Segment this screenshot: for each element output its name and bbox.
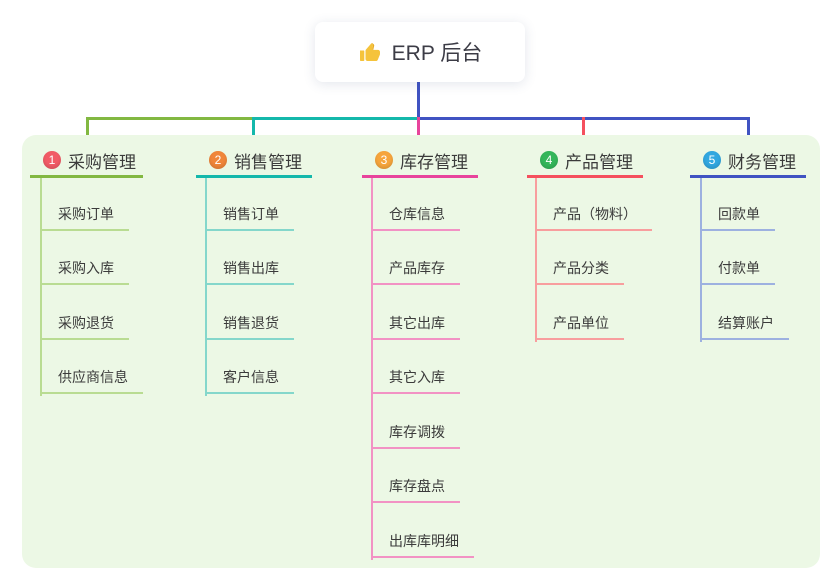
child-node[interactable]: 回款单 — [700, 206, 775, 231]
branch-title: 财务管理 — [728, 152, 796, 172]
branch-stem-line — [205, 178, 207, 396]
branch-node[interactable]: 5 财务管理 — [694, 147, 805, 173]
root-node-label: ERP 后台 — [391, 42, 483, 65]
branch-underline — [196, 175, 312, 178]
branch-number-badge: 4 — [540, 151, 558, 169]
child-node[interactable]: 库存调拨 — [371, 424, 460, 449]
root-node[interactable]: ERP 后台 — [315, 22, 525, 82]
child-node[interactable]: 销售退货 — [205, 315, 294, 340]
branch-title: 采购管理 — [68, 152, 136, 172]
branch-stem-line — [40, 178, 42, 396]
branch-stem-line — [700, 178, 702, 342]
thumbs-up-icon — [359, 43, 380, 61]
branch-node[interactable]: 4 产品管理 — [531, 147, 642, 173]
branch-underline — [362, 175, 478, 178]
branch-underline — [527, 175, 643, 178]
child-node[interactable]: 出库库明细 — [371, 533, 474, 558]
child-node[interactable]: 采购订单 — [40, 206, 129, 231]
connector-segment-teal — [252, 117, 419, 120]
child-node[interactable]: 仓库信息 — [371, 206, 460, 231]
child-node[interactable]: 产品单位 — [535, 315, 624, 340]
branch-title: 产品管理 — [565, 152, 633, 172]
branch-stem-line — [371, 178, 373, 560]
branch-underline — [30, 175, 143, 178]
child-node[interactable]: 付款单 — [700, 260, 775, 285]
branch-number-badge: 5 — [703, 151, 721, 169]
branch-number-badge: 2 — [209, 151, 227, 169]
child-node[interactable]: 客户信息 — [205, 369, 294, 394]
child-node[interactable]: 其它出库 — [371, 315, 460, 340]
branch-number-badge: 1 — [43, 151, 61, 169]
branch-title: 销售管理 — [234, 152, 302, 172]
branch-node[interactable]: 2 销售管理 — [200, 147, 311, 173]
connector-segment-green — [86, 117, 254, 120]
child-node[interactable]: 供应商信息 — [40, 369, 143, 394]
branch-title: 库存管理 — [400, 152, 468, 172]
child-node[interactable]: 销售订单 — [205, 206, 294, 231]
root-connector-line — [417, 82, 420, 119]
branch-node[interactable]: 1 采购管理 — [34, 147, 145, 173]
child-node[interactable]: 产品分类 — [535, 260, 624, 285]
child-node[interactable]: 结算账户 — [700, 315, 789, 340]
child-node[interactable]: 销售出库 — [205, 260, 294, 285]
child-node[interactable]: 其它入库 — [371, 369, 460, 394]
child-node[interactable]: 产品库存 — [371, 260, 460, 285]
child-node[interactable]: 采购退货 — [40, 315, 129, 340]
child-node[interactable]: 库存盘点 — [371, 478, 460, 503]
child-node[interactable]: 产品（物料） — [535, 206, 652, 231]
branch-stem-line — [535, 178, 537, 342]
branches-panel — [22, 135, 820, 568]
child-node[interactable]: 采购入库 — [40, 260, 129, 285]
branch-number-badge: 3 — [375, 151, 393, 169]
branch-node[interactable]: 3 库存管理 — [366, 147, 477, 173]
branch-underline — [690, 175, 806, 178]
